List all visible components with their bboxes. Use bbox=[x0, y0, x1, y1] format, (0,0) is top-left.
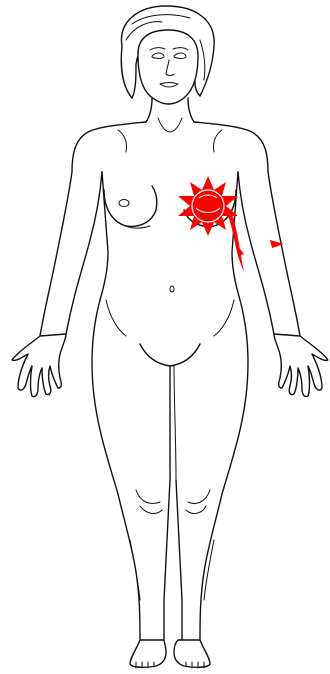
right-hand bbox=[12, 334, 66, 397]
pain-radiation-spike bbox=[236, 244, 244, 256]
pain-radiation-streak bbox=[228, 214, 244, 272]
starburst-icon bbox=[178, 176, 238, 236]
pain-marker bbox=[178, 176, 284, 272]
right-nipple bbox=[119, 200, 129, 207]
body-outline bbox=[12, 98, 328, 668]
head bbox=[138, 30, 198, 104]
left-hand bbox=[274, 334, 328, 397]
navel bbox=[170, 286, 174, 292]
